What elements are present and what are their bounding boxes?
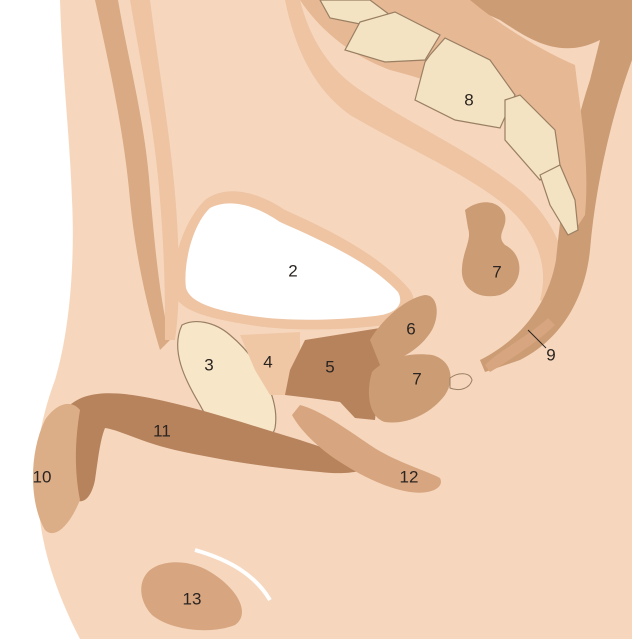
label-7-upper: 7 — [492, 262, 501, 281]
label-7-lower: 7 — [412, 369, 421, 388]
label-4: 4 — [263, 352, 272, 371]
label-12: 12 — [400, 467, 419, 486]
label-3: 3 — [204, 355, 213, 374]
label-8: 8 — [464, 90, 473, 109]
label-10: 10 — [33, 467, 52, 486]
label-6: 6 — [406, 319, 415, 338]
label-13: 13 — [183, 589, 202, 608]
label-5: 5 — [325, 357, 334, 376]
label-9: 9 — [546, 345, 555, 364]
label-2: 2 — [288, 261, 297, 280]
label-11: 11 — [153, 421, 171, 440]
